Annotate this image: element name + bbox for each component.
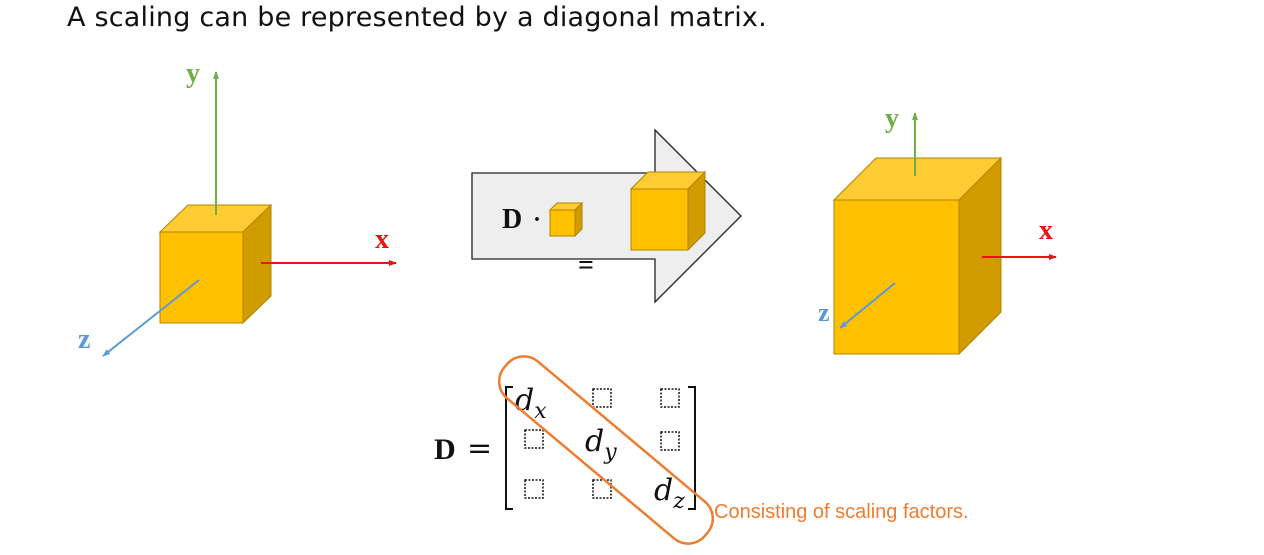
placeholder-entries <box>524 388 680 499</box>
placeholder-box <box>660 431 680 451</box>
entry-dz: dz <box>654 473 685 514</box>
placeholder-box <box>592 388 612 408</box>
y-axis-label-scaled: y <box>885 103 899 134</box>
scaled-cube-preview <box>629 170 707 252</box>
z-axis-arrow <box>102 279 200 357</box>
operator-dot: · <box>533 207 541 233</box>
diagonal-highlight <box>497 355 715 545</box>
entry-dy: dy <box>585 424 617 465</box>
original-cube <box>158 203 273 325</box>
right-bracket <box>688 386 696 510</box>
z-axis-arrow-scaled <box>839 282 896 329</box>
matrix-equation: D = dx dy dz <box>434 355 715 545</box>
operator-matrix-label: D <box>502 204 522 235</box>
z-axis-label: z <box>78 324 90 355</box>
x-axis-label: x <box>375 224 389 255</box>
scaled-cube <box>832 156 1003 356</box>
matrix-equals: = <box>467 431 492 466</box>
placeholder-box <box>524 479 544 499</box>
left-bracket <box>505 386 513 510</box>
operator-equals: = <box>578 250 594 281</box>
transform-arrow-group: D · = <box>471 128 742 304</box>
original-cube-group: y x z <box>78 58 397 357</box>
placeholder-box <box>592 479 612 499</box>
slide-heading: A scaling can be represented by a diagon… <box>67 2 767 33</box>
matrix-symbol: D <box>434 433 456 466</box>
scaled-cube-group: y x z <box>818 103 1057 356</box>
scaling-factors-note: Consisting of scaling factors. <box>714 501 969 523</box>
placeholder-box <box>660 388 680 408</box>
z-axis-label-scaled: z <box>818 298 830 327</box>
y-axis-label: y <box>186 58 200 89</box>
x-axis-label-scaled: x <box>1039 215 1053 246</box>
placeholder-box <box>524 429 544 449</box>
small-cube <box>548 201 584 238</box>
